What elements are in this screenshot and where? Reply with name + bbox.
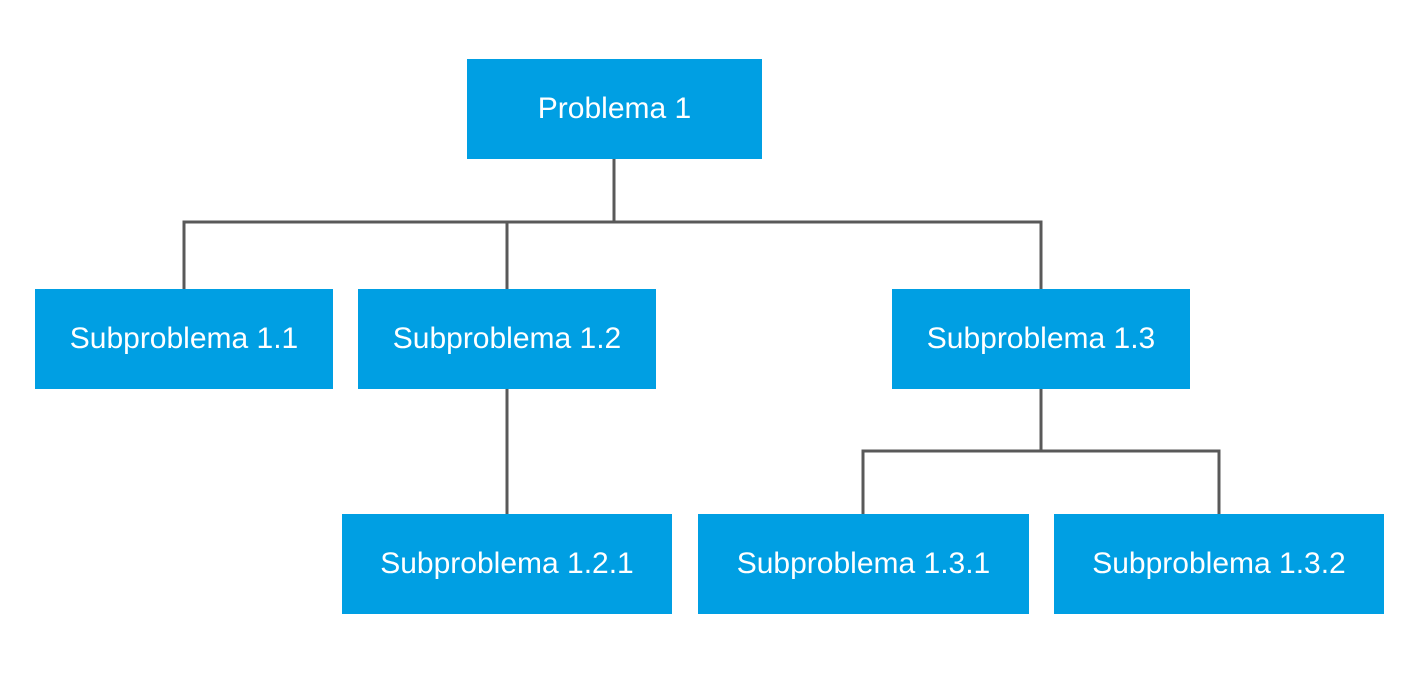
node-problema-1: Problema 1 (467, 59, 762, 159)
node-subproblema-1-1: Subproblema 1.1 (35, 289, 333, 389)
node-label: Subproblema 1.2 (392, 322, 622, 355)
node-label: Subproblema 1.3.2 (1092, 547, 1346, 580)
node-subproblema-1-3-2: Subproblema 1.3.2 (1054, 514, 1384, 614)
node-subproblema-1-3-1: Subproblema 1.3.1 (698, 514, 1029, 614)
node-label: Subproblema 1.1 (69, 322, 299, 355)
node-subproblema-1-3: Subproblema 1.3 (892, 289, 1190, 389)
node-label: Problema 1 (537, 92, 692, 125)
node-subproblema-1-2-1: Subproblema 1.2.1 (342, 514, 672, 614)
node-subproblema-1-2: Subproblema 1.2 (358, 289, 656, 389)
node-label: Subproblema 1.3.1 (736, 547, 991, 580)
node-label: Subproblema 1.3 (926, 322, 1156, 355)
node-label: Subproblema 1.2.1 (380, 547, 634, 580)
